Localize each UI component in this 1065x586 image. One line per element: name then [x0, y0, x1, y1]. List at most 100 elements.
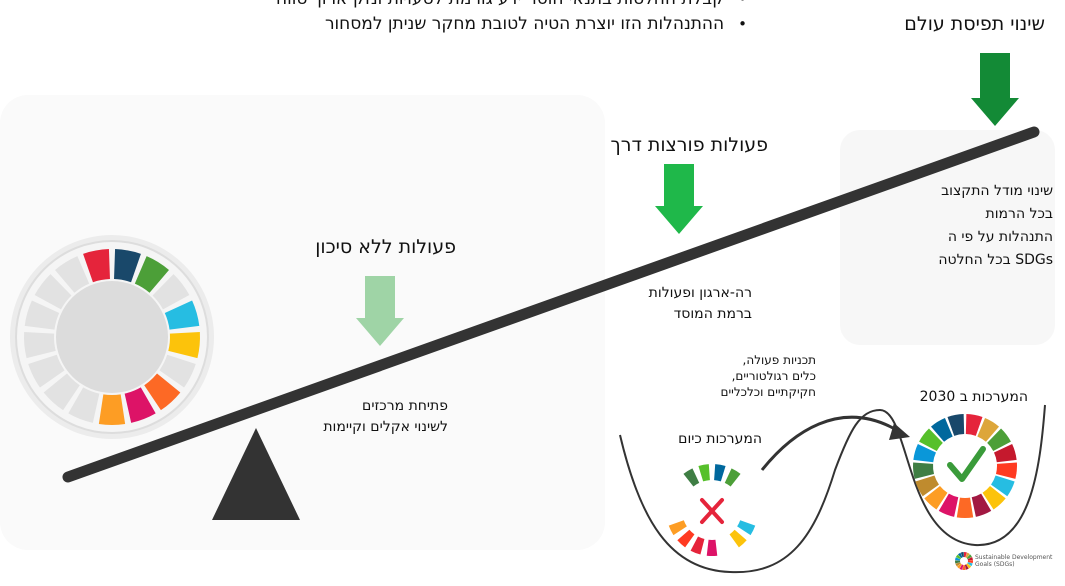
arrowhead-icon — [889, 423, 910, 440]
balance-beam — [62, 126, 1040, 483]
bullet-list: קבלת החלטות בתנאי חוסר ידע גורמת לטעויות… — [276, 0, 747, 37]
wheel-segment — [994, 444, 1017, 463]
wheel-segment — [729, 529, 747, 548]
wheel-segment — [965, 414, 983, 436]
background-panel-left — [0, 95, 605, 550]
cross-icon — [700, 498, 724, 524]
wheel-segment — [966, 563, 972, 569]
down-arrow-icon — [655, 164, 703, 234]
wheel-segment — [967, 556, 973, 561]
wheel-segment — [977, 418, 1000, 442]
wheel-segment — [24, 300, 60, 330]
wheel-segment — [957, 552, 963, 559]
wheel-segment — [947, 414, 965, 436]
wheel-segment — [83, 249, 110, 283]
wheel-segment — [965, 552, 970, 558]
logo-line: Sustainable Development — [975, 554, 1053, 561]
sdg-wheel-large — [10, 235, 214, 439]
wheel-segment — [706, 539, 718, 556]
wheel-center — [56, 281, 168, 393]
stage-high-title: שינוי תפיסת עולם — [904, 13, 1045, 35]
wheel-segment — [987, 428, 1011, 451]
wheel-segment — [962, 564, 966, 570]
wheel-segment — [24, 331, 56, 359]
wheel-segment — [98, 394, 126, 425]
wheel-segment — [698, 464, 710, 482]
down-arrow-icon — [971, 53, 1019, 126]
sdg-logo-text: Sustainable Development Goals (SDGs) — [975, 554, 1052, 568]
description-line: תכניות פעולה, — [742, 353, 816, 367]
valley-curve — [619, 404, 1046, 574]
wheel-segment — [966, 554, 972, 560]
wheel-segment — [55, 256, 90, 293]
description-line: בכל הרמות — [985, 206, 1053, 222]
wheel-segment — [168, 331, 200, 359]
wheel-segment — [955, 554, 962, 560]
sdg-wheel-broken — [668, 464, 756, 556]
wheel-segment — [134, 256, 169, 293]
wheel-segment — [144, 373, 181, 411]
bullet-item: ההתנהלות הזו יוצרת הטיה לטובת מחקר שניתן… — [276, 12, 747, 37]
wheel-segment — [913, 444, 936, 463]
sdg-wheel-icon — [955, 552, 973, 570]
wheel-segment — [955, 560, 961, 564]
wheel-segment — [913, 462, 935, 479]
wheel-segment — [924, 485, 948, 510]
wheel-segment — [991, 475, 1015, 497]
down-arrow-icon — [356, 276, 404, 346]
wheel-segment — [971, 493, 992, 517]
fulcrum-triangle — [212, 428, 300, 520]
wheel-segment — [955, 562, 961, 567]
wheel-segment — [114, 249, 141, 283]
transition-arrow — [760, 415, 901, 471]
wheel-segment — [967, 560, 973, 564]
wheel-segment — [152, 274, 190, 310]
future-systems-label: המערכות ב 2030 — [919, 389, 1028, 405]
wheel-segment — [124, 387, 156, 423]
check-icon — [947, 446, 986, 482]
description-line: רה-ארגון ופעולות — [648, 285, 752, 301]
description-line: לשינוי אקלים וקיימות — [323, 419, 448, 435]
wheel-segment — [956, 497, 974, 518]
wheel-segment — [43, 373, 80, 411]
description-line: SDGs בכל החלטה — [938, 252, 1053, 268]
wheel-segment — [34, 274, 72, 310]
wheel-segment — [724, 468, 741, 487]
wheel-segment — [690, 536, 705, 555]
stage-low-description: פתיחת מרכזים לשינוי אקלים וקיימות — [323, 396, 448, 438]
logo-line: Goals (SDGs) — [975, 561, 1015, 568]
wheel-segment — [964, 564, 969, 570]
wheel-segment — [915, 475, 939, 497]
wheel-segment — [68, 387, 100, 423]
wheel-segment — [919, 428, 943, 451]
current-systems-label: המערכות כיום — [678, 431, 762, 447]
wheel-segment — [960, 552, 964, 558]
wheel-segment — [714, 464, 726, 482]
wheel-segment — [982, 485, 1006, 510]
sdg-wheel-complete — [913, 414, 1018, 518]
wheel-segment — [955, 557, 961, 561]
wheel-segment — [938, 493, 959, 517]
wheel-segment — [677, 529, 695, 548]
wheel-segment — [683, 468, 700, 487]
description-line: שינוי מודל התקצוב — [941, 183, 1053, 199]
description-line: פתיחת מרכזים — [362, 398, 448, 414]
wheel-segment — [964, 552, 967, 558]
bullet-item: קבלת החלטות בתנאי חוסר ידע גורמת לטעויות… — [276, 0, 747, 12]
description-line: חקיקתיים וכלכליים — [720, 385, 816, 399]
description-line: כלים רגולטוריים, — [731, 369, 816, 383]
stage-low-title: פעולות ללא סיכון — [315, 236, 456, 258]
wheel-segment — [995, 462, 1018, 479]
wheel-segment — [164, 300, 200, 330]
stage-mid-title: פעולות פורצות דרך — [610, 134, 768, 156]
wheel-segment — [957, 563, 962, 569]
wheel-segment — [668, 520, 687, 536]
wheel-segment — [967, 562, 973, 567]
description-line: התנהלות על פי ה — [947, 229, 1053, 245]
stage-high-description: שינוי מודל התקצוב בכל הרמות התנהלות על פ… — [938, 180, 1053, 272]
wheel-segment — [159, 354, 196, 388]
wheel-segment — [930, 418, 953, 442]
description-line: ברמת המוסד — [673, 306, 752, 322]
wheel-segment — [737, 520, 756, 536]
